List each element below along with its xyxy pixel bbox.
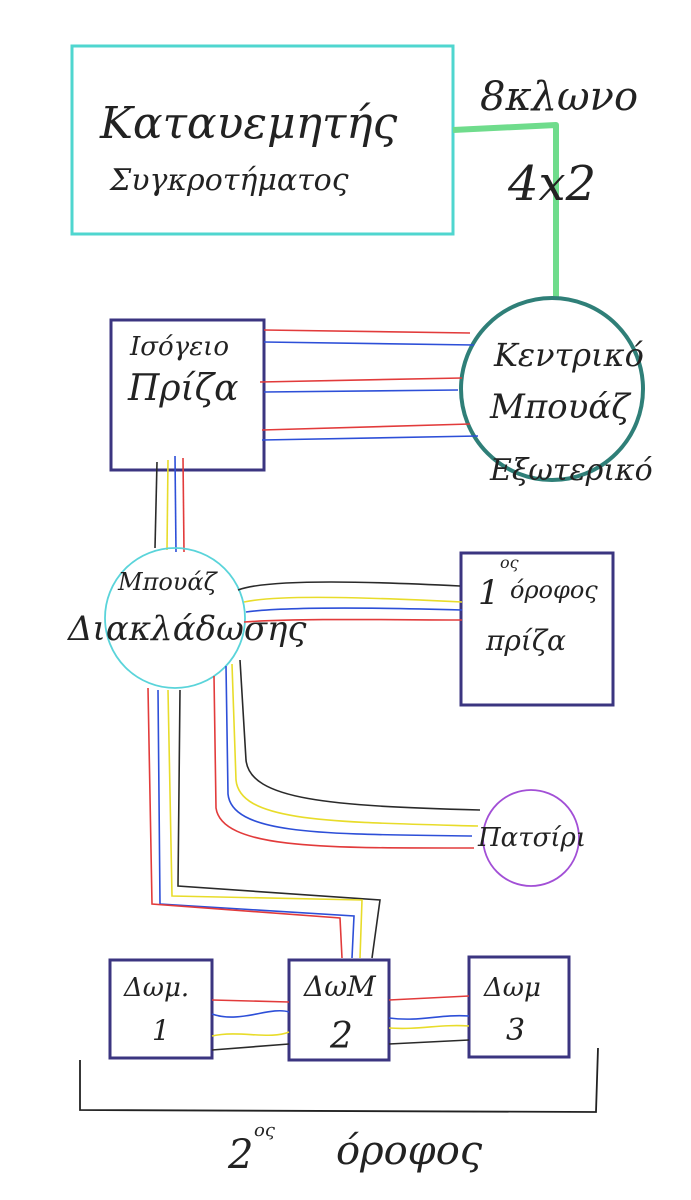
main-box-circle [459,296,645,482]
room-3-label-line2: 3 [506,1013,525,1048]
room-1-box [108,958,214,1060]
ground-floor-box [109,318,266,472]
branch-box-label-line1: Μπουάζ [117,568,219,596]
second-floor-label: όροφος [336,1128,483,1174]
ground-floor-label-line1: Ισόγειο [129,332,229,362]
branch-box-circle [104,547,246,689]
first-floor-box [459,551,615,707]
second-floor-suffix: ος [254,1120,276,1141]
room-3-label-line1: Δωμ [483,973,541,1003]
cable-label-bottom: 4x2 [507,156,596,212]
room-2-label-line2: 2 [329,1016,353,1057]
ground-floor-label-line2: Πρίζα [127,368,239,409]
room-2-box [287,958,391,1062]
main-box-label-line3: Εξωτερικό [489,453,653,488]
branch-box-label-line2: Διακλάδωσης [66,609,307,649]
main-box-label-line2: Μπουάζ [489,387,632,427]
kitchen-label: Πατσίρι [477,823,586,853]
first-floor-suffix: ος [500,553,519,572]
wires-ground-to-main [259,329,479,441]
room-2-label-line1: ΔωΜ [303,970,377,1003]
cable-label-top: 8κλωνο [480,74,638,120]
kitchen-circle [482,789,580,887]
first-floor-number: 1 [478,573,500,613]
second-floor-number: 2 [227,1132,253,1178]
wires-room1-to-room2 [211,999,290,1051]
wires-branch-to-first-floor [237,581,463,623]
first-floor-label-line1: όροφος [510,576,598,604]
main-box-label-line1: Κεντρικό [493,336,644,374]
wires-branch-to-room2 [147,687,381,959]
green-cable [452,122,559,298]
room-3-box [467,955,571,1059]
room-1-label-line2: 1 [152,1014,170,1047]
room-1-label-line1: Δωμ. [123,973,189,1003]
wires-room2-to-room3 [388,995,470,1045]
first-floor-label-line2: πρίζα [485,624,566,657]
wires-branch-to-kitchen [213,659,481,849]
switchboard-label-line1: Καταυεμητής [99,98,398,149]
switchboard-box [70,44,455,236]
wires-ground-to-branch [154,455,185,553]
second-floor-bracket [79,1047,599,1113]
switchboard-label-line2: Συγκροτήματος [109,163,349,198]
